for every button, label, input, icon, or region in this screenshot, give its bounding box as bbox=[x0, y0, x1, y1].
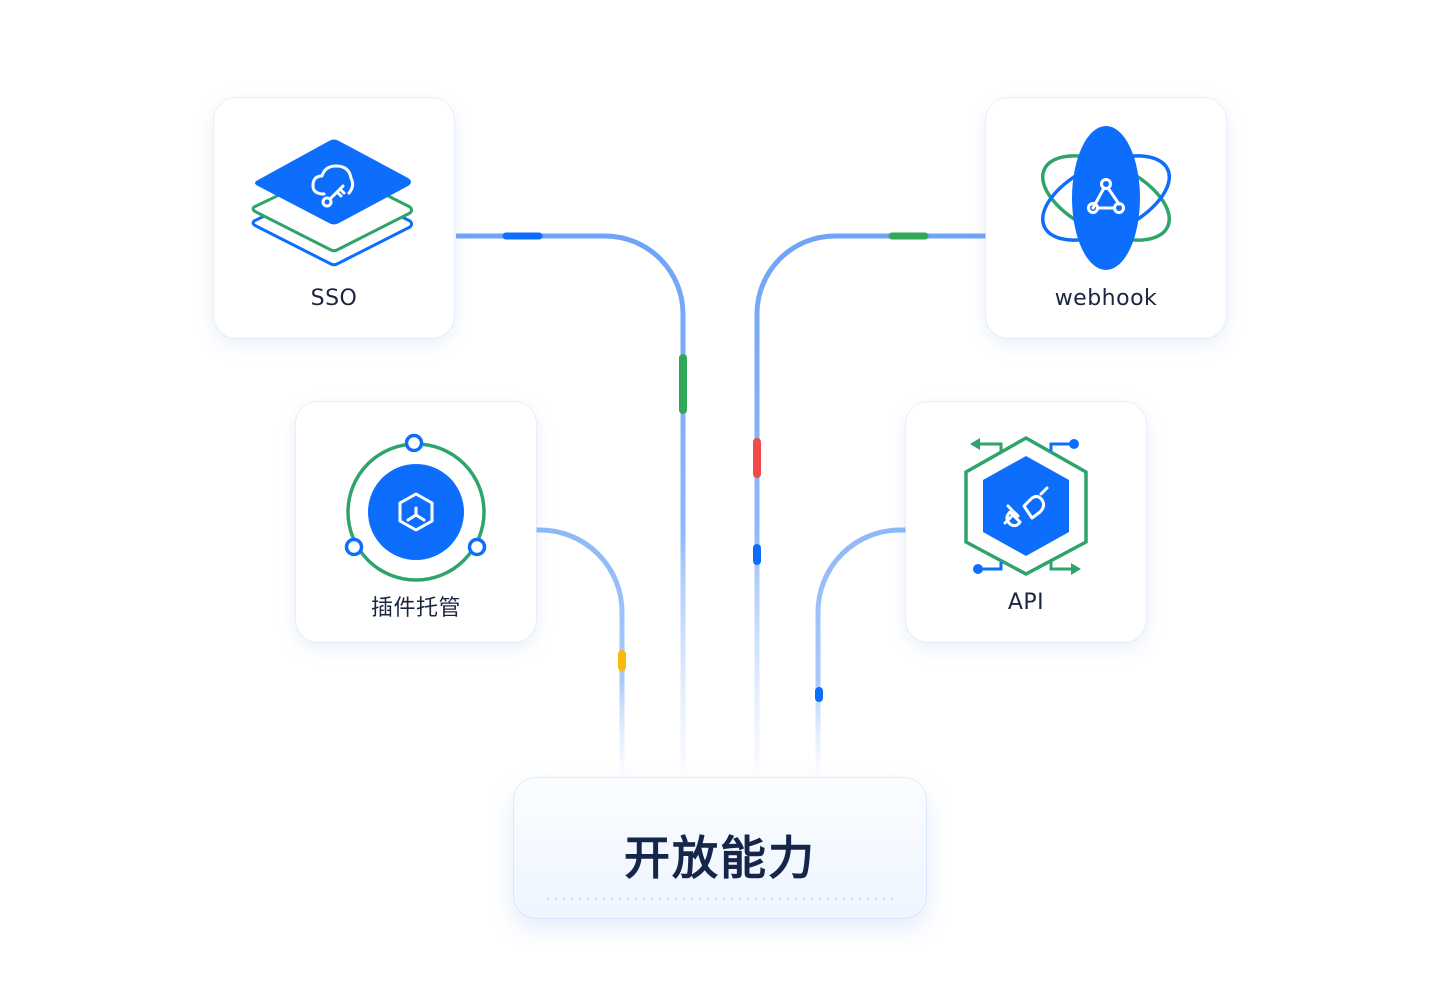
hub-dotted-divider bbox=[544, 898, 896, 900]
webhook-atom-icon bbox=[1040, 126, 1172, 270]
hub-title: 开放能力 bbox=[624, 831, 816, 885]
card-plugin[interactable]: 插件托管 bbox=[296, 402, 536, 642]
open-capabilities-hub: 开放能力 bbox=[514, 778, 926, 918]
cloud-key-layers-icon bbox=[251, 139, 413, 267]
card-api[interactable]: API bbox=[906, 402, 1146, 642]
api-plug-hexagon-icon bbox=[964, 435, 1088, 576]
line-api bbox=[815, 527, 906, 780]
line-plugin bbox=[536, 527, 625, 780]
line-sso bbox=[456, 233, 686, 770]
line-webhook bbox=[754, 233, 986, 770]
card-webhook[interactable]: webhook bbox=[986, 98, 1226, 338]
card-label-api: API bbox=[1007, 590, 1045, 615]
card-label-webhook: webhook bbox=[1054, 286, 1158, 311]
card-sso[interactable]: SSO bbox=[214, 98, 454, 338]
card-label-plugin: 插件托管 bbox=[370, 596, 461, 621]
plugin-cube-orbit-icon bbox=[344, 433, 487, 582]
card-label-sso: SSO bbox=[310, 286, 358, 311]
